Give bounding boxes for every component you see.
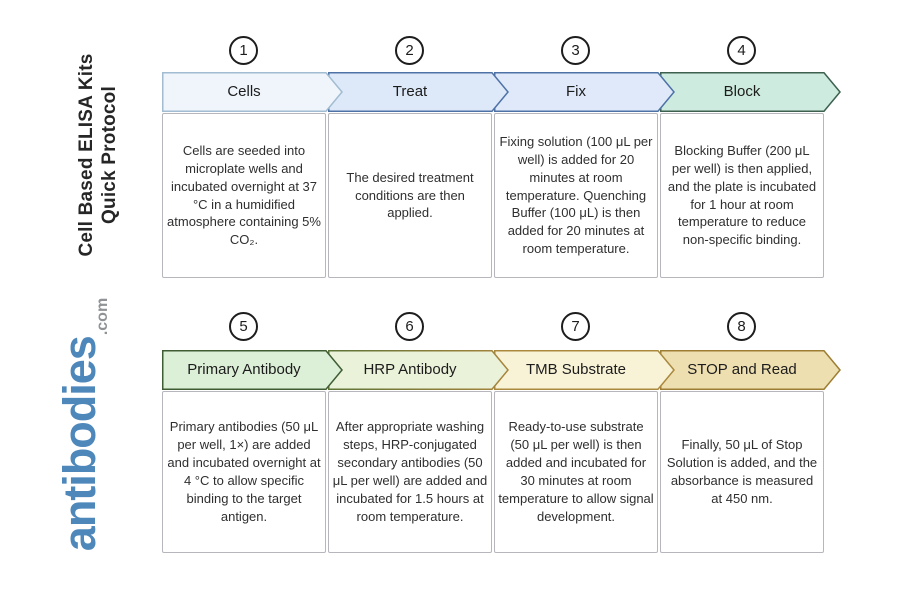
step-description-4: Blocking Buffer (200 μL per well) is the…	[667, 142, 817, 248]
step-description-6: After appropriate washing steps, HRP-con…	[332, 419, 488, 524]
step-description-box-6: After appropriate washing steps, HRP-con…	[328, 391, 492, 553]
process-arrows-row2	[162, 350, 841, 390]
step-number-3: 3	[561, 36, 590, 65]
brand-logo: antibodies.com	[52, 275, 111, 575]
step-number-1: 1	[229, 36, 258, 65]
step-description-5: Primary antibodies (50 μL per well, 1×) …	[167, 419, 321, 524]
step-number-4: 4	[727, 36, 756, 65]
step-description-box-8: Finally, 50 μL of Stop Solution is added…	[660, 391, 824, 553]
step-description-box-7: Ready-to-use substrate (50 μL per well) …	[494, 391, 658, 553]
step-description-box-5: Primary antibodies (50 μL per well, 1×) …	[162, 391, 326, 553]
step-description-1: Cells are seeded into microplate wells a…	[167, 142, 321, 248]
step-arrow-1	[162, 72, 343, 112]
step-label-treat: Treat	[392, 83, 428, 100]
brand-logo-suffix: .com	[94, 297, 111, 336]
step-label-hrp-antibody: HRP Antibody	[363, 361, 457, 378]
step-label-fix: Fix	[566, 83, 586, 100]
page-title-line1: Cell Based ELISA Kits	[76, 53, 97, 257]
step-label-stop-and-read: STOP and Read	[687, 361, 797, 378]
step-description-box-3: Fixing solution (100 μL per well) is add…	[494, 113, 658, 278]
step-number-6: 6	[395, 312, 424, 341]
step-description-7: Ready-to-use substrate (50 μL per well) …	[498, 419, 654, 524]
brand-logo-wordmark: antibodies	[54, 336, 105, 552]
step-description-box-2: The desired treatment conditions are the…	[328, 113, 492, 278]
step-number-5: 5	[229, 312, 258, 341]
step-label-tmb-substrate: TMB Substrate	[525, 361, 627, 378]
step-label-block: Block	[723, 83, 761, 100]
step-arrow-5	[162, 350, 343, 390]
step-number-2: 2	[395, 36, 424, 65]
step-description-3: Fixing solution (100 μL per well) is add…	[499, 133, 653, 257]
step-number-7: 7	[561, 312, 590, 341]
step-description-box-1: Cells are seeded into microplate wells a…	[162, 113, 326, 278]
step-number-8: 8	[727, 312, 756, 341]
step-label-primary-antibody: Primary Antibody	[187, 361, 301, 378]
process-arrows-row1	[162, 72, 841, 112]
step-description-box-4: Blocking Buffer (200 μL per well) is the…	[660, 113, 824, 278]
step-description-8: Finally, 50 μL of Stop Solution is added…	[666, 437, 818, 506]
step-description-2: The desired treatment conditions are the…	[346, 169, 474, 221]
step-label-cells: Cells	[227, 83, 261, 100]
page-title: Cell Based ELISA Kits Quick Protocol	[75, 40, 121, 270]
page-title-line2: Quick Protocol	[99, 86, 120, 224]
